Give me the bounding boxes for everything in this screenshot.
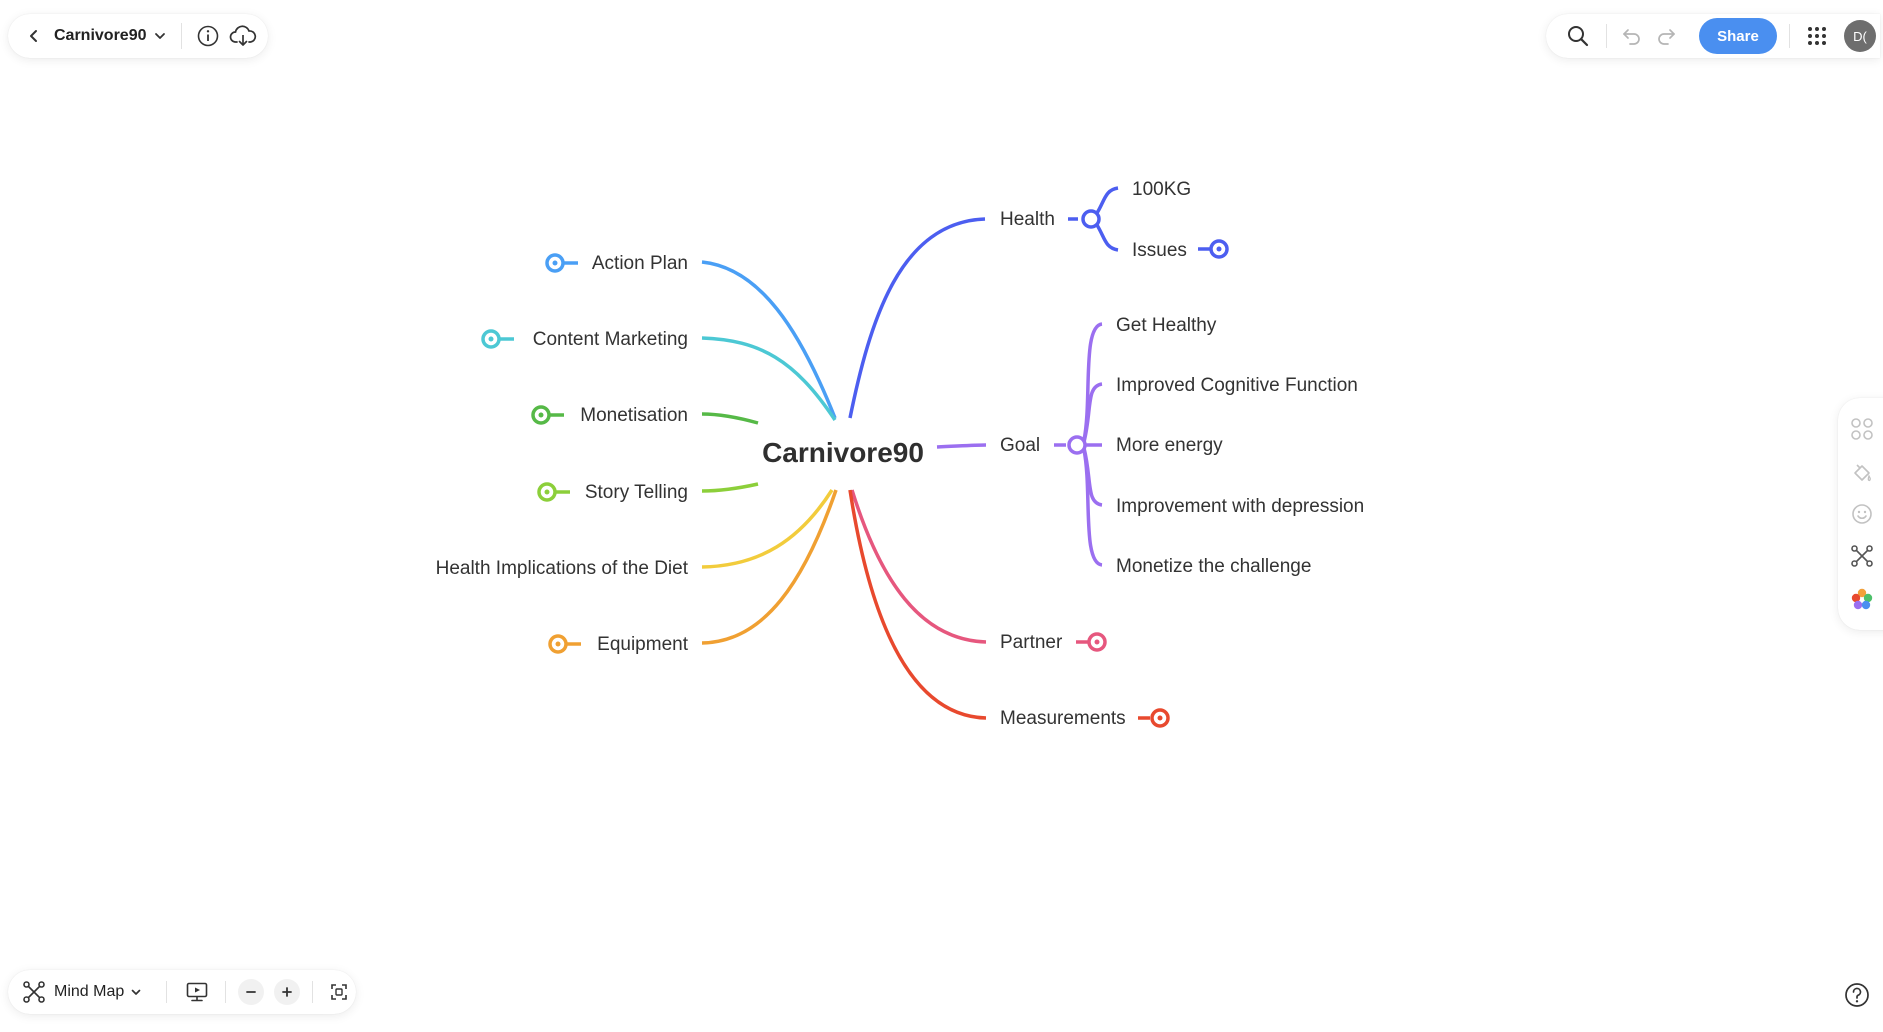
node-partner[interactable]: Partner bbox=[1000, 632, 1063, 653]
zoom-in-button[interactable] bbox=[274, 979, 301, 1005]
health-collapse-toggle[interactable] bbox=[1081, 209, 1101, 229]
node-issues[interactable]: Issues bbox=[1132, 240, 1187, 261]
node-get-healthy[interactable]: Get Healthy bbox=[1116, 315, 1217, 336]
info-icon bbox=[197, 25, 218, 47]
node-content-marketing[interactable]: Content Marketing bbox=[533, 329, 688, 350]
cloud-download-icon bbox=[229, 25, 256, 46]
mind-map-icon bbox=[23, 981, 45, 1003]
node-action-plan[interactable]: Action Plan bbox=[592, 253, 688, 274]
node-goal[interactable]: Goal bbox=[1000, 435, 1040, 456]
node-story-telling[interactable]: Story Telling bbox=[585, 482, 688, 503]
mind-map-icon bbox=[1851, 545, 1873, 568]
presentation-button[interactable] bbox=[181, 976, 213, 1008]
node-improved-cognitive-function[interactable]: Improved Cognitive Function bbox=[1116, 375, 1358, 396]
root-node[interactable]: Carnivore90 bbox=[762, 437, 924, 468]
chevron-down-icon bbox=[154, 33, 165, 39]
node-monetize-the-challenge[interactable]: Monetize the challenge bbox=[1116, 556, 1311, 577]
style-button[interactable] bbox=[1846, 456, 1878, 488]
undo-button[interactable] bbox=[1617, 20, 1647, 52]
question-mark-icon bbox=[1845, 983, 1869, 1007]
structure-button[interactable] bbox=[1846, 413, 1878, 445]
color-theme-button[interactable] bbox=[1846, 583, 1878, 615]
share-button[interactable]: Share bbox=[1699, 18, 1777, 54]
undo-icon bbox=[1623, 29, 1640, 45]
color-palette-icon bbox=[1851, 588, 1873, 609]
redo-button[interactable] bbox=[1651, 20, 1681, 52]
search-button[interactable] bbox=[1560, 18, 1596, 54]
divider bbox=[180, 23, 182, 49]
document-header-panel: Carnivore90 bbox=[8, 14, 268, 58]
apps-menu-button[interactable] bbox=[1802, 20, 1832, 52]
redo-icon bbox=[1658, 29, 1675, 45]
user-avatar[interactable]: D( bbox=[1844, 20, 1876, 52]
node-measurements[interactable]: Measurements bbox=[1000, 708, 1126, 729]
node-monetisation[interactable]: Monetisation bbox=[580, 405, 688, 426]
help-button[interactable] bbox=[1842, 980, 1872, 1010]
circles-grid-icon bbox=[1851, 418, 1873, 440]
view-mode-dropdown[interactable]: Mind Map bbox=[22, 980, 142, 1004]
node-more-energy[interactable]: More energy bbox=[1116, 435, 1223, 456]
chevron-left-icon bbox=[30, 30, 37, 42]
divider bbox=[166, 981, 168, 1003]
document-title: Carnivore90 bbox=[54, 27, 147, 44]
chevron-down-icon bbox=[131, 989, 141, 995]
grid-dots-icon bbox=[1808, 27, 1826, 45]
node-improvement-with-depression[interactable]: Improvement with depression bbox=[1116, 496, 1364, 517]
plus-icon bbox=[282, 987, 293, 997]
fit-to-screen-button[interactable] bbox=[325, 978, 353, 1006]
info-button[interactable] bbox=[192, 20, 224, 52]
minus-icon bbox=[246, 991, 257, 993]
layout-button[interactable] bbox=[1846, 540, 1878, 572]
search-icon bbox=[1568, 26, 1589, 47]
zoom-out-button[interactable] bbox=[238, 979, 265, 1005]
sticker-button[interactable] bbox=[1846, 498, 1878, 530]
back-button[interactable] bbox=[16, 18, 52, 54]
divider bbox=[225, 981, 227, 1003]
divider bbox=[1789, 24, 1790, 48]
divider bbox=[1606, 24, 1607, 48]
top-right-toolbar: Share D( bbox=[1546, 14, 1880, 58]
node-100kg[interactable]: 100KG bbox=[1132, 179, 1191, 200]
paint-bucket-icon bbox=[1854, 464, 1871, 481]
node-health[interactable]: Health bbox=[1000, 209, 1055, 230]
cloud-save-button[interactable] bbox=[226, 20, 260, 52]
fit-screen-icon bbox=[331, 984, 348, 1000]
smiley-icon bbox=[1852, 504, 1872, 524]
right-side-toolbar bbox=[1838, 398, 1883, 630]
node-equipment[interactable]: Equipment bbox=[597, 634, 689, 655]
divider bbox=[312, 981, 314, 1003]
view-mode-label: Mind Map bbox=[54, 983, 125, 1000]
node-health-implications[interactable]: Health Implications of the Diet bbox=[436, 558, 689, 579]
bottom-toolbar: Mind Map bbox=[8, 970, 356, 1014]
presentation-icon bbox=[186, 982, 208, 1002]
document-title-dropdown[interactable]: Carnivore90 bbox=[52, 27, 167, 45]
